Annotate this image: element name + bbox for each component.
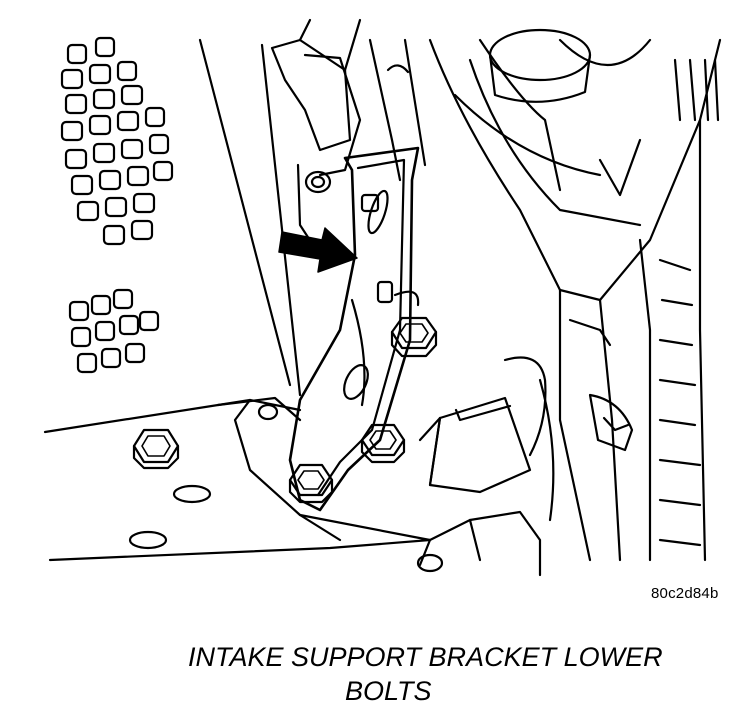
bracket-bolt-lower	[288, 463, 334, 504]
technical-illustration	[43, 18, 722, 577]
cowl-panel	[198, 38, 302, 397]
engine-lower-structure	[43, 396, 542, 577]
bracket-bolt-upper	[390, 316, 438, 358]
intake-manifold	[270, 18, 427, 250]
lower-grille	[68, 288, 160, 374]
top-cylinder	[488, 28, 592, 103]
caption-line-2: BOLTS	[345, 676, 432, 706]
frame-bolt-left	[132, 428, 180, 470]
arrow-right-icon	[278, 227, 358, 273]
engine-mount-block	[418, 396, 532, 494]
right-components	[428, 38, 722, 562]
caption-line-1: INTAKE SUPPORT BRACKET LOWER	[188, 642, 663, 672]
intake-support-bracket	[288, 146, 420, 512]
figure-id: 80c2d84b	[651, 585, 719, 602]
upper-grille	[60, 36, 174, 246]
bracket-bolt-middle	[360, 423, 406, 464]
